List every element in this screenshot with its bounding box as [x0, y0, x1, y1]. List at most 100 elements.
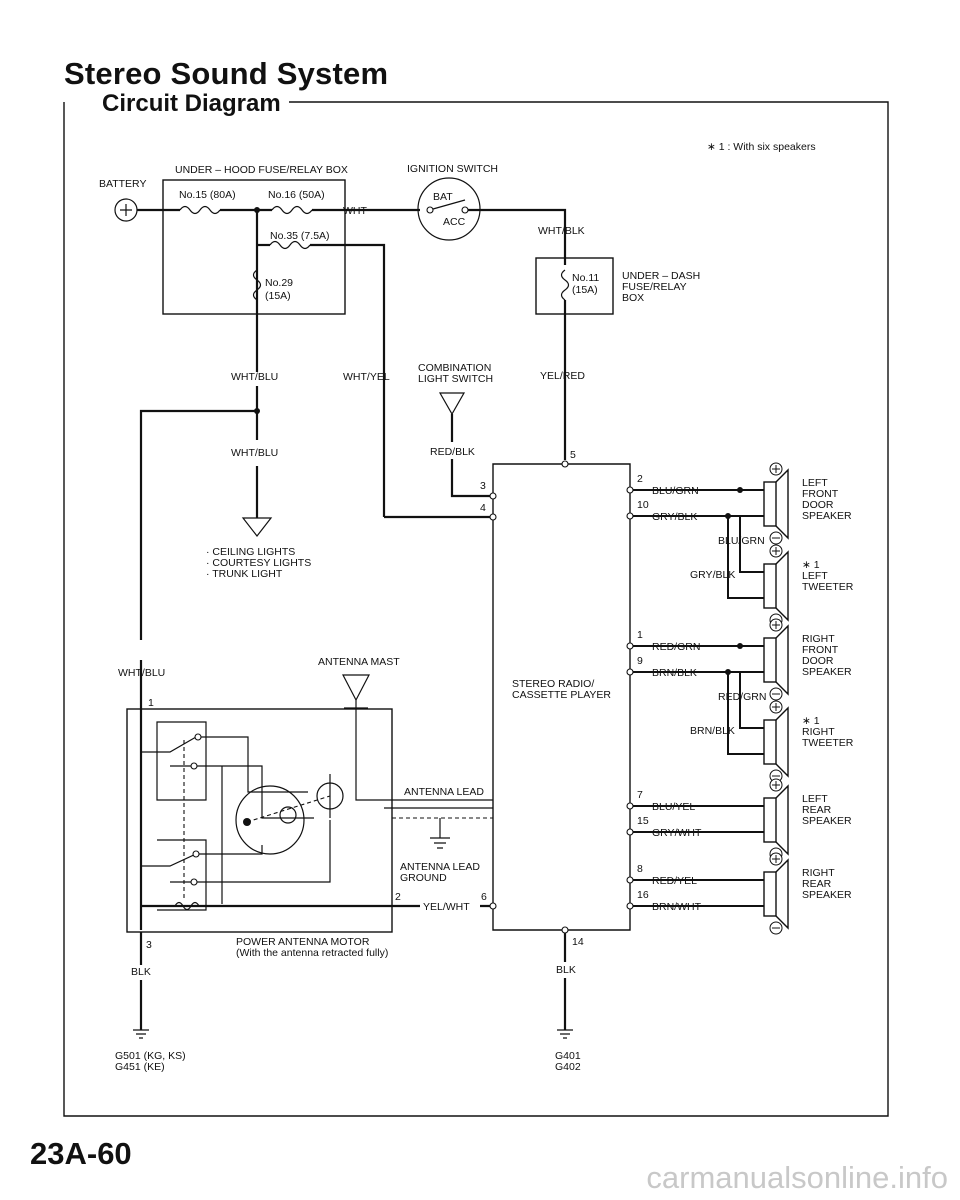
ground-icon	[430, 818, 450, 849]
antenna-lead-cable	[384, 799, 493, 809]
fuse-11-rating: (15A)	[572, 284, 598, 296]
load-ceiling: · CEILING LIGHTS	[206, 546, 295, 558]
wire-color-label: RED/GRN	[718, 691, 766, 703]
relay-contact-wire	[141, 736, 308, 793]
speaker-name-label: LEFT	[802, 793, 828, 805]
speaker-name-label: RIGHT	[802, 633, 835, 645]
relay-contact	[192, 850, 200, 858]
underhood-box-label: UNDER – HOOD FUSE/RELAY BOX	[175, 164, 348, 176]
ground-g501: G501 (KG, KS)	[115, 1050, 186, 1062]
light-switch-icon	[438, 392, 466, 416]
fuse-35-icon	[269, 240, 311, 250]
load-courtesy: · COURTESY LIGHTS	[206, 557, 311, 569]
tweeter-wire-negative	[727, 516, 764, 599]
pin-4: 4	[480, 502, 486, 514]
ignition-switch-label: IGNITION SWITCH	[407, 163, 498, 175]
speaker-name-label: REAR	[802, 804, 832, 816]
pin-number: 1	[637, 629, 643, 641]
lamp-load-icon	[241, 517, 273, 537]
blk-label-left: BLK	[131, 966, 151, 978]
pin-number: 7	[637, 789, 643, 801]
underdash-label-1: UNDER – DASH	[622, 270, 700, 282]
speaker-cone-icon	[775, 784, 789, 856]
fuse-15-label: No.15 (80A)	[179, 189, 236, 201]
speaker-name-label: SPEAKER	[802, 889, 852, 901]
connector-pin	[626, 828, 634, 836]
load-trunk: · TRUNK LIGHT	[206, 568, 283, 580]
speaker-name-label: REAR	[802, 878, 832, 890]
fuse-29-icon	[252, 269, 262, 301]
page-number: 23A-60	[30, 1136, 132, 1171]
plus-sign-icon	[772, 465, 780, 473]
plus-sign-icon	[772, 547, 780, 555]
pin-14: 14	[572, 936, 584, 948]
antenna-mast-wire	[344, 700, 384, 801]
red-blk-wire	[450, 414, 493, 498]
note-six-speakers: ∗ 1 : With six speakers	[707, 141, 816, 153]
speaker-cone-icon	[775, 858, 789, 930]
switch-terminal-acc	[461, 206, 469, 214]
connector-pin	[626, 802, 634, 810]
motor-pin-3: 3	[146, 939, 152, 951]
relay-frame	[157, 839, 207, 911]
antenna-lead-label: ANTENNA LEAD	[404, 786, 484, 798]
connector-pin	[561, 460, 569, 468]
underdash-label-3: BOX	[622, 292, 644, 304]
wire-color-label: BRN/BLK	[690, 725, 735, 737]
tweeter-wire-positive	[739, 516, 764, 573]
speaker-cone-icon	[775, 468, 789, 540]
plus-sign-icon	[772, 781, 780, 789]
switch-contact-icon	[432, 199, 466, 210]
plus-sign-icon	[772, 621, 780, 629]
connector-pin	[489, 492, 497, 500]
wire-color-label: BLU/GRN	[652, 485, 699, 497]
speaker-group: 210BLU/GRNGRY/BLKLEFTFRONTDOORSPEAKERBLU…	[626, 462, 854, 935]
fuse-16-label: No.16 (50A)	[268, 189, 325, 201]
relay-contact	[190, 762, 198, 770]
battery-label: BATTERY	[99, 178, 146, 190]
wire-color-label: RED/YEL	[652, 875, 697, 887]
plus-sign-icon	[772, 703, 780, 711]
fuse-11-icon	[560, 269, 570, 301]
radio-label-2: CASSETTE PLAYER	[512, 689, 611, 701]
motor-icon	[235, 785, 305, 855]
wire-color-label: GRY/BLK	[690, 569, 735, 581]
wht-label: WHT	[343, 205, 367, 217]
pin-number: 2	[637, 473, 643, 485]
splice-dot	[737, 643, 743, 649]
wire-color-label: BRN/WHT	[652, 901, 702, 913]
speaker-magnet-icon	[763, 563, 777, 609]
speaker-magnet-icon	[763, 871, 777, 917]
speaker-magnet-icon	[763, 719, 777, 765]
underhood-fuse-box	[162, 179, 346, 315]
relay-contact	[194, 733, 202, 741]
bat-label: BAT	[433, 191, 453, 203]
speaker-cone-icon	[775, 706, 789, 778]
page-subtitle: Circuit Diagram	[98, 90, 289, 118]
diagram-frame	[63, 101, 889, 1117]
wire-color-label: BRN/BLK	[652, 667, 697, 679]
fuse-11-label: No.11	[572, 272, 599, 284]
underdash-label-2: FUSE/RELAY	[622, 281, 687, 293]
underdash-fuse-box	[535, 257, 614, 315]
tweeter-wire-negative	[727, 672, 764, 755]
connector-pin	[626, 642, 634, 650]
pin-number: 16	[637, 889, 649, 901]
stereo-radio-box	[492, 463, 631, 931]
pin-5: 5	[570, 449, 576, 461]
wire-color-label: GRY/BLK	[652, 511, 697, 523]
wire-color-label: GRY/WHT	[652, 827, 702, 839]
antenna-ground-label-2: GROUND	[400, 872, 447, 884]
speaker-cone-icon	[775, 550, 789, 622]
fuse-29-label: No.29	[265, 277, 293, 289]
combo-switch-label-2: LIGHT SWITCH	[418, 373, 493, 385]
wht-yel-label: WHT/YEL	[343, 371, 390, 383]
speaker-name-label: DOOR	[802, 655, 834, 667]
relay-contact-wire	[170, 765, 314, 904]
yel-wht-label: YEL/WHT	[423, 901, 470, 913]
wht-blu-branch-wire	[139, 409, 257, 640]
wht-blu-label-2: WHT/BLU	[231, 447, 278, 459]
speaker-name-label: RIGHT	[802, 867, 835, 879]
pin-6: 6	[481, 891, 487, 903]
relay-contact	[190, 878, 198, 886]
